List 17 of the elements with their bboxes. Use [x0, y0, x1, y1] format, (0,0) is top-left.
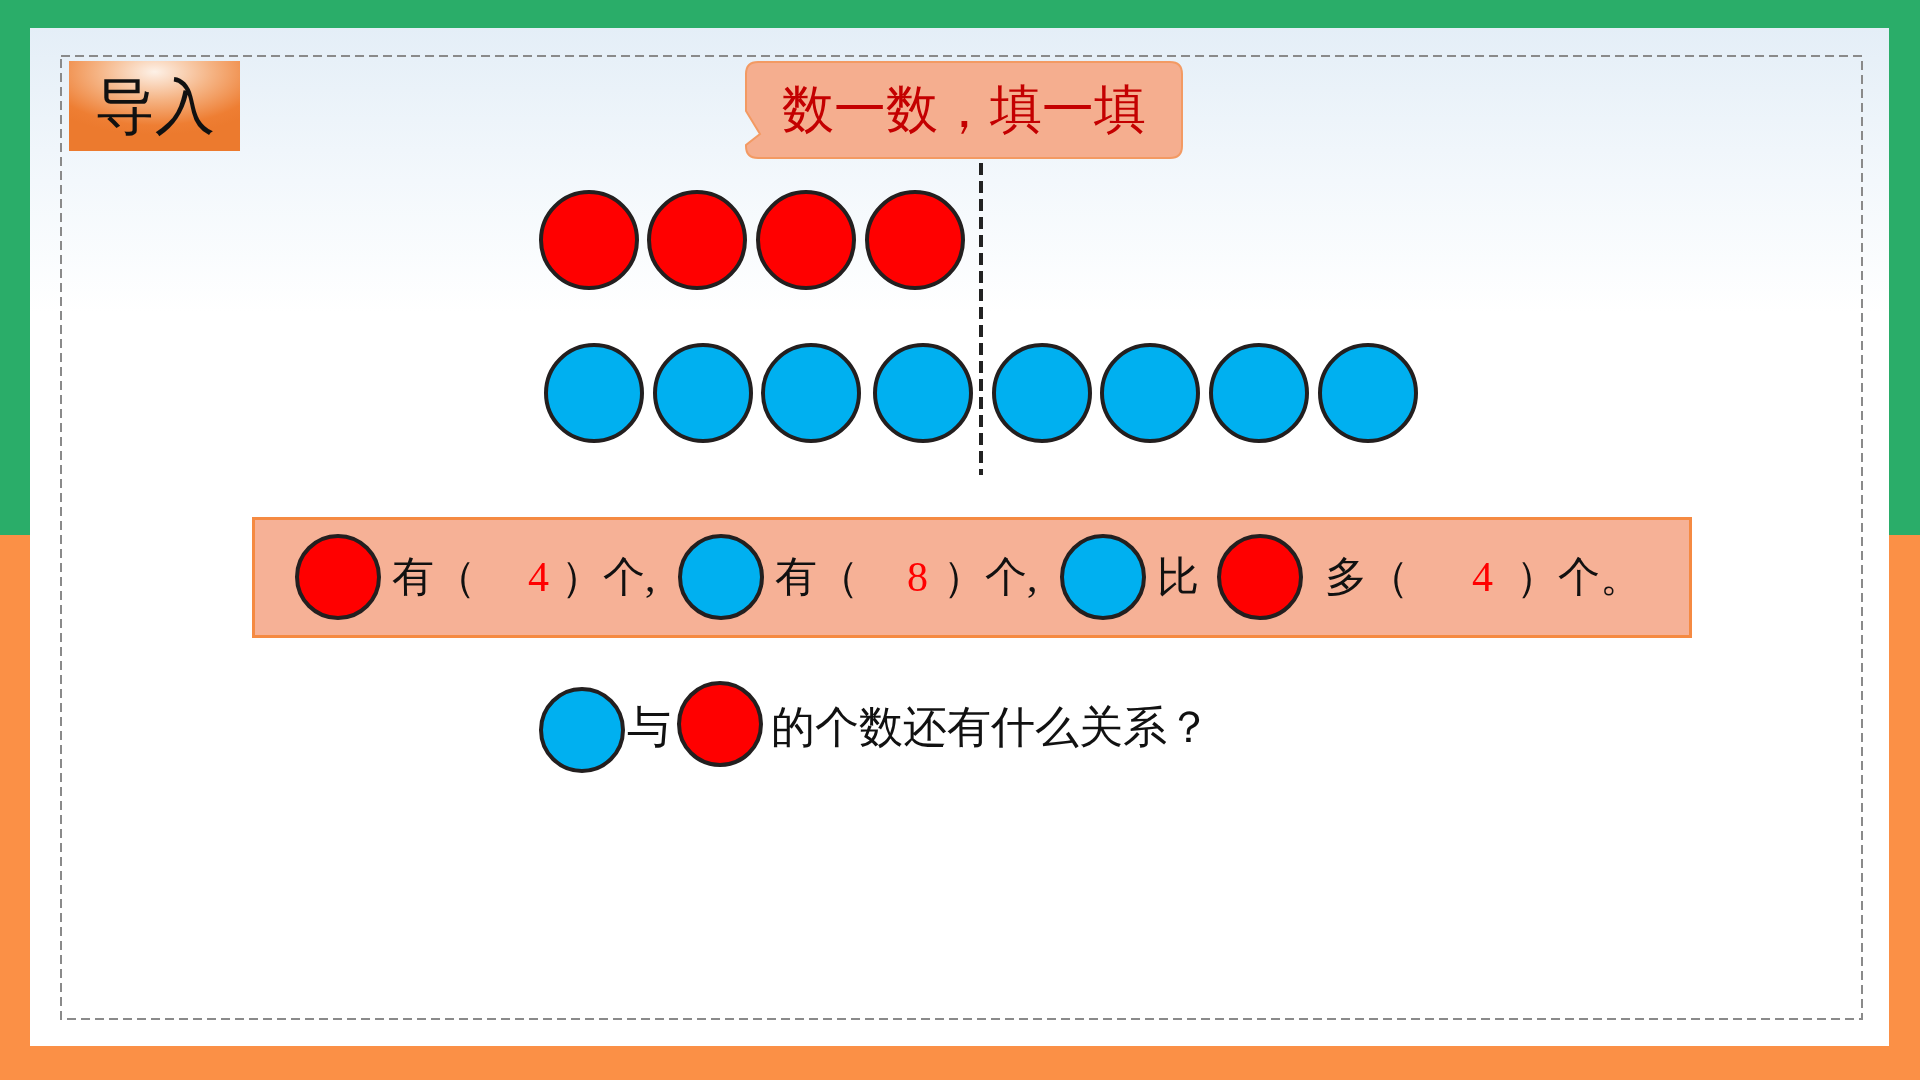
speech-bubble	[745, 61, 1183, 159]
sentence-text: 比	[1157, 556, 1199, 598]
sentence-band	[252, 517, 1692, 638]
title-text: 数一数，填一填	[782, 84, 1146, 136]
question-text: 与	[627, 706, 671, 750]
sentence-text: ）个。	[1516, 556, 1642, 598]
section-tab	[69, 61, 240, 151]
answer-number: 8	[907, 556, 928, 598]
sentence-text: 有（	[775, 556, 859, 598]
answer-number: 4	[528, 556, 549, 598]
sentence-text: 多（	[1325, 556, 1409, 598]
section-label: 导入	[94, 76, 215, 136]
question-text: 的个数还有什么关系？	[771, 706, 1211, 750]
sentence-text: 有（	[392, 556, 476, 598]
sentence-text: ）个,	[561, 556, 656, 598]
answer-number: 4	[1472, 556, 1493, 598]
sentence-text: ）个,	[943, 556, 1038, 598]
